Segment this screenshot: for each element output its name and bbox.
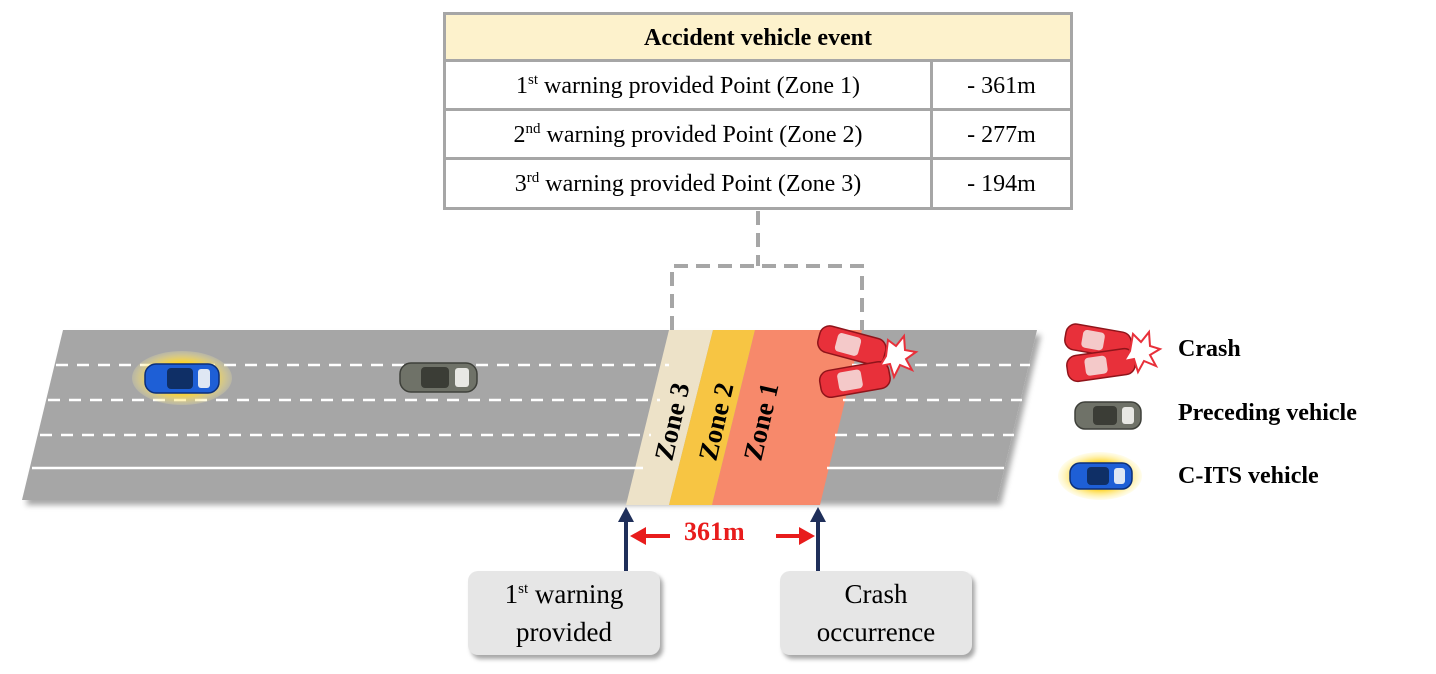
row-label: warning provided Point (Zone 2): [540, 122, 863, 148]
table-title: Accident vehicle event: [446, 15, 1070, 62]
accident-event-table: Accident vehicle event 1st warning provi…: [443, 12, 1073, 210]
ordinal-suffix: nd: [525, 121, 541, 137]
distance-arrow-right: [776, 527, 815, 545]
callout-line: provided: [516, 617, 612, 647]
ordinal-suffix: rd: [526, 170, 540, 186]
row-label: warning provided Point (Zone 3): [539, 171, 862, 197]
table-row: 1st warning provided Point (Zone 1) - 36…: [446, 62, 1070, 111]
ordinal: 1: [504, 579, 519, 609]
crash-occurrence-callout: Crash occurrence: [780, 571, 972, 655]
legend-crash-label: Crash: [1178, 336, 1241, 362]
first-warning-callout: 1st warning provided: [468, 571, 660, 655]
distance-label: 361m: [684, 517, 745, 546]
legend-preceding-icon: [1074, 401, 1142, 430]
zone-3-area: [626, 330, 713, 505]
connector-bracket: [670, 211, 864, 330]
ordinal: 3: [514, 171, 527, 197]
callout-line: 1st warning: [468, 575, 660, 613]
crash-point-arrow: [810, 507, 826, 572]
crash-vehicles-icon: [817, 325, 919, 399]
table-cell-value: - 361m: [967, 73, 1036, 99]
table-row: 2nd warning provided Point (Zone 2) - 27…: [446, 111, 1070, 160]
table-cell-label: 3rd warning provided Point (Zone 3): [446, 160, 933, 207]
callout-line: occurrence: [816, 617, 936, 647]
preceding-vehicle-icon: [399, 362, 478, 393]
zone-2-area: [669, 330, 755, 505]
ordinal: 1: [516, 73, 529, 99]
cits-vehicle-icon: [132, 351, 232, 405]
table-cell-value: - 277m: [967, 122, 1036, 148]
table-row: 3rd warning provided Point (Zone 3) - 19…: [446, 160, 1070, 207]
ordinal-suffix: st: [518, 581, 529, 597]
callout-text: warning: [528, 579, 624, 609]
distance-arrow-left: [630, 527, 670, 545]
table-cell-value: - 194m: [967, 171, 1036, 197]
warning-point-arrow: [618, 507, 634, 572]
ordinal: 2: [513, 122, 526, 148]
table-cell-label: 2nd warning provided Point (Zone 2): [446, 111, 933, 157]
callout-line: Crash: [844, 579, 908, 609]
legend-crash-icon: [1064, 323, 1163, 383]
row-label: warning provided Point (Zone 1): [538, 73, 860, 99]
ordinal-suffix: st: [528, 72, 539, 88]
legend-cits-icon: [1058, 452, 1142, 500]
legend-preceding-label: Preceding vehicle: [1178, 400, 1357, 426]
legend-cits-label: C-ITS vehicle: [1178, 463, 1319, 489]
table-cell-label: 1st warning provided Point (Zone 1): [446, 62, 933, 108]
